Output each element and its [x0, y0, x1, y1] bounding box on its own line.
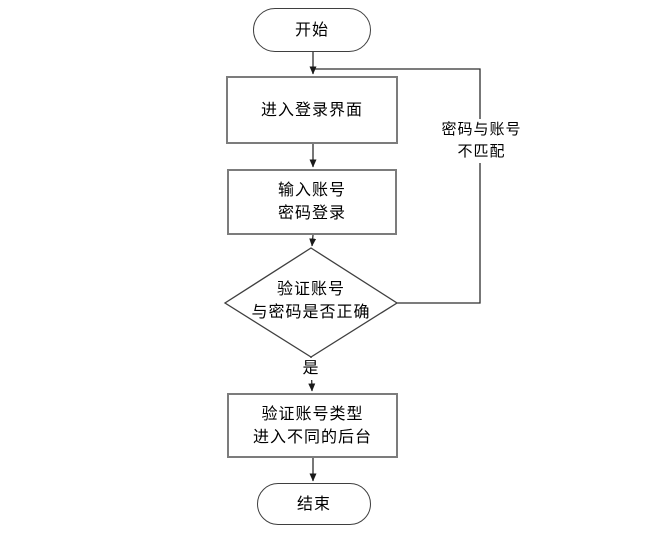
edge-label-no: 密码与账号 不匹配	[434, 119, 529, 163]
node-route-backend: 验证账号类型 进入不同的后台	[227, 393, 398, 458]
decision-diamond-shape	[223, 247, 399, 358]
node-end: 结束	[257, 483, 371, 525]
node-start-label: 开始	[294, 21, 329, 39]
node-enter-login: 进入登录界面	[226, 76, 398, 144]
node-end-label: 结束	[296, 495, 331, 513]
node-input-credentials: 输入账号 密码登录	[227, 169, 397, 235]
node-route-backend-label: 验证账号类型 进入不同的后台	[252, 405, 372, 446]
node-verify-decision-label: 验证账号 与密码是否正确	[251, 281, 371, 321]
edge-label-yes: 是	[299, 358, 323, 380]
node-start: 开始	[253, 8, 371, 52]
edge-input-to-decision	[309, 234, 317, 247]
edge-no-feedback	[313, 68, 481, 304]
node-input-credentials-label: 输入账号 密码登录	[277, 182, 346, 222]
node-enter-login-label: 进入登录界面	[260, 101, 363, 119]
